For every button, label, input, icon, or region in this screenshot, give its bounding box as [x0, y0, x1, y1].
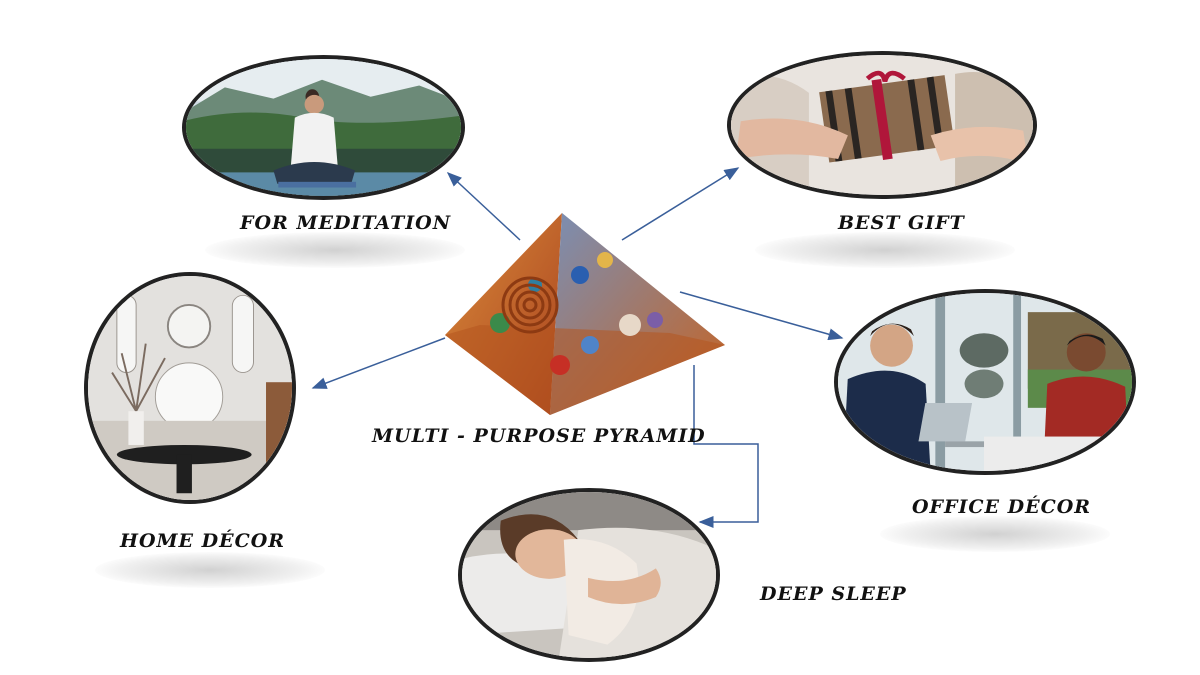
office-photo [834, 289, 1136, 475]
arrow-to-meditation [446, 171, 521, 241]
sleep-photo [458, 488, 720, 662]
gift-label-shadow [755, 232, 1015, 268]
orgone-pyramid-image [445, 213, 725, 415]
arrow-to-home [311, 337, 446, 389]
gift-photo [727, 51, 1037, 199]
office-label-shadow [880, 516, 1110, 552]
meditation-label: FOR MEDITATION [240, 212, 452, 234]
center-label: MULTI - PURPOSE PYRAMID [372, 425, 706, 447]
home-label-shadow [95, 552, 325, 588]
home-label: HOME DÉCOR [120, 530, 286, 552]
sleep-label: DEEP SLEEP [760, 583, 907, 605]
meditation-photo [182, 55, 465, 200]
arrow-to-office [679, 291, 844, 341]
office-label: OFFICE DÉCOR [912, 496, 1092, 518]
arrow-to-gift [621, 167, 740, 241]
arrow-to-sleep [693, 365, 759, 528]
meditation-label-shadow [205, 232, 465, 268]
gift-label: BEST GIFT [838, 212, 965, 234]
home-photo [84, 272, 296, 504]
